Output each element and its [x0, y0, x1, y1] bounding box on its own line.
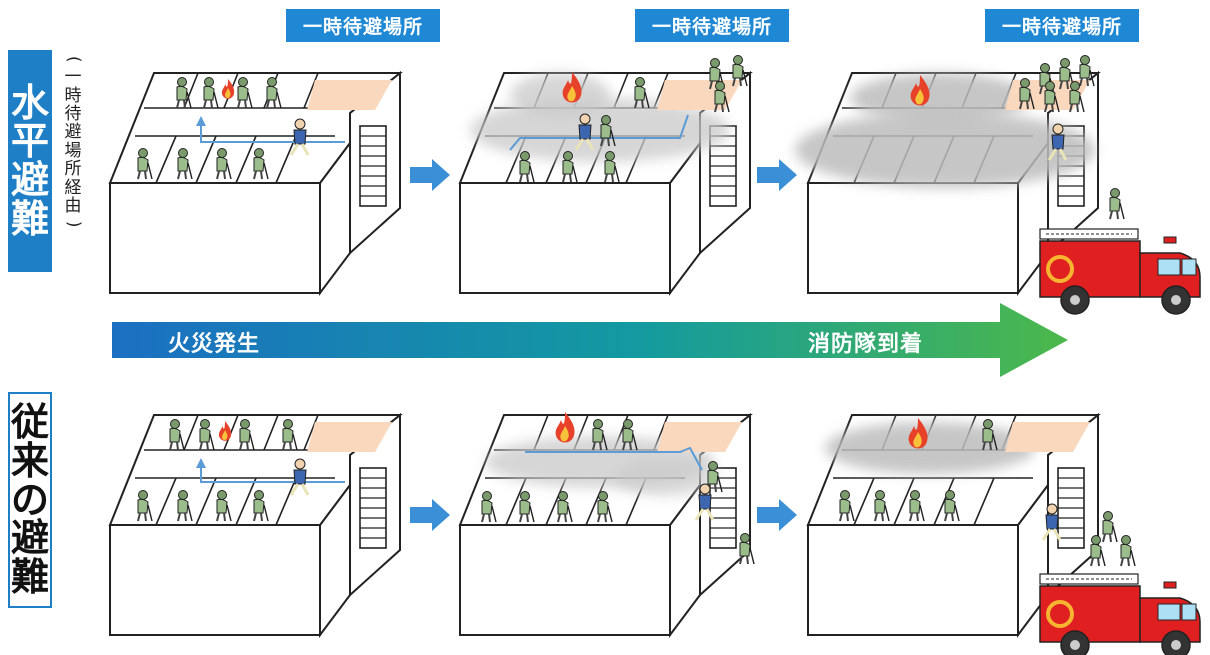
elderly-person-icon: [1109, 187, 1125, 220]
fire-truck-icon: [1038, 572, 1202, 655]
temporary-shelter-tag-2: 一時待避場所: [635, 9, 789, 42]
shelter-zone: [307, 422, 392, 452]
smoke-cloud: [825, 422, 1035, 474]
label-char: 水: [10, 80, 49, 125]
building-bottom-2: [459, 412, 755, 636]
smoke-cloud: [510, 73, 610, 117]
route-arrowhead: [196, 458, 206, 468]
right-arrow-icon: [410, 159, 450, 191]
label-char: 経: [64, 177, 82, 198]
label-char: の: [10, 477, 49, 522]
label-char: 平: [10, 119, 49, 164]
building-top-2: [459, 54, 751, 294]
label-char: 避: [10, 516, 49, 561]
route-arrowhead: [196, 116, 206, 126]
building-top-1: [109, 72, 401, 294]
label-char: 由: [64, 195, 82, 216]
shelter-zone: [307, 80, 392, 110]
timeline-arrow: [112, 303, 1068, 377]
label-char: 一: [64, 67, 82, 88]
elderly-person-icon: [1102, 510, 1118, 543]
smoke-cloud: [615, 460, 715, 496]
temporary-shelter-tag-1: 一時待避場所: [286, 9, 440, 42]
label-char: 難: [10, 555, 49, 600]
label-char: 難: [10, 196, 49, 241]
label-char: 時: [64, 85, 82, 106]
shelter-zone: [657, 422, 742, 452]
label-char: 避: [10, 158, 49, 202]
label-via-temporary-shelter: ( 一 時 待 避 場 所 経 由 ): [60, 50, 86, 234]
route-line: [509, 114, 689, 151]
right-arrow-icon: [410, 499, 450, 531]
label-char: 所: [64, 159, 82, 180]
shelter-zone: [1005, 422, 1090, 452]
smoke-cloud: [795, 112, 1095, 188]
temporary-shelter-tag-3: 一時待避場所: [985, 9, 1139, 42]
building-top-3: [795, 54, 1125, 294]
smoke-cloud: [850, 73, 1030, 123]
label-char: 従: [10, 400, 49, 445]
building-bottom-1: [109, 414, 401, 636]
route-line: [525, 446, 703, 471]
label-horizontal-evacuation: 水 平 避 難: [8, 50, 52, 272]
label-char: 来: [10, 438, 49, 483]
elderly-person-icon: [1120, 534, 1136, 567]
label-char: 待: [64, 104, 82, 125]
fire-truck-icon: [1038, 227, 1202, 316]
building-bottom-3: [807, 414, 1136, 636]
timeline-end-label: 消防隊到着: [808, 332, 924, 357]
label-char: 避: [64, 122, 82, 143]
right-arrow-icon: [757, 159, 797, 191]
label-char: 場: [64, 140, 82, 161]
elderly-person-icon: [739, 532, 755, 565]
right-arrow-icon: [757, 499, 797, 531]
timeline-start-label: 火災発生: [168, 332, 261, 357]
label-conventional-evacuation: 従 来 の 避 難: [8, 392, 52, 608]
